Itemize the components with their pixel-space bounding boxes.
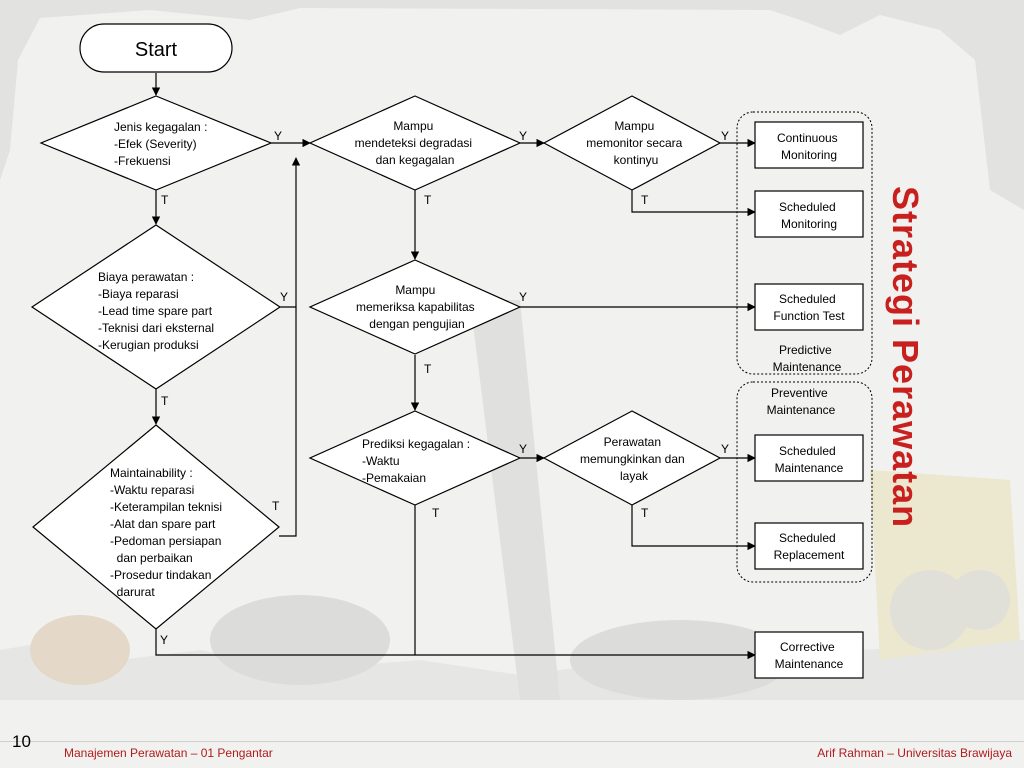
maintenance-cost-text: Biaya perawatan : -Biaya reparasi -Lead … [98,270,217,352]
edge-label: T [424,193,432,207]
edge-label: T [161,193,169,207]
edge-label: Y [274,129,282,143]
decision-maintainability [32,424,280,630]
edge-label: Y [160,633,168,647]
edge-label: Y [721,129,729,143]
scheduled-function-test-text: Scheduled Function Test [773,292,845,323]
edge-label: Y [519,442,527,456]
decision-maintenance-cost [30,224,282,390]
decision-test-capability [308,259,522,355]
start-terminal [79,23,233,73]
footer-course-title: Manajemen Perawatan – 01 Pengantar [64,746,273,760]
edge-label: T [641,506,649,520]
preventive-maintenance-label: Preventive Maintenance [767,386,836,417]
vertical-title: Strategi Perawatan [885,186,926,528]
footer-divider [0,741,1024,742]
box-scheduled-function-test [754,283,864,331]
decision-detect-degradation [308,95,522,191]
predictive-maintenance-label: Predictive Maintenance [773,343,842,374]
edge-label: Y [280,290,288,304]
box-scheduled-monitoring [754,190,864,238]
scheduled-maintenance-text: Scheduled Maintenance [775,444,844,475]
maintainability-text: Maintainability : -Waktu reparasi -Keter… [0,0,239,599]
page-number: 10 [12,732,31,751]
box-continuous-monitoring [754,121,864,169]
detect-degradation-text: Mampu mendeteksi degradasi dan kegagalan [355,119,476,167]
edge-label: Y [519,129,527,143]
continuous-monitoring-text: Continuous Monitoring [777,131,841,162]
preventive-maintenance-group [736,381,873,583]
scheduled-replacement-text: Scheduled Replacement [774,531,845,562]
footer-author: Arif Rahman – Universitas Brawijaya [817,746,1012,760]
box-corrective-maintenance [754,631,864,679]
corrective-maintenance-text: Corrective Maintenance [775,640,844,671]
edge-label: Y [519,290,527,304]
edge-label: T [424,362,432,376]
edge-label: T [272,499,280,513]
edge-label: T [641,193,649,207]
failure-type-text: Jenis kegagalan : -Efek (Severity) -Frek… [114,120,211,168]
scheduled-monitoring-text: Scheduled Monitoring [779,200,839,231]
decision-maintenance-feasible [542,410,722,506]
decision-failure-prediction [308,410,522,506]
decision-failure-type [39,95,273,191]
box-scheduled-replacement [754,522,864,570]
test-capability-text: Mampu memeriksa kapabilitas dengan pengu… [356,283,478,331]
edge-label: Y [721,442,729,456]
maintenance-feasible-text: Perawatan memungkinkan dan layak [580,435,688,483]
predictive-maintenance-group [736,111,873,375]
box-scheduled-maintenance [754,434,864,482]
flow-connectors [151,73,756,660]
failure-prediction-text: Prediksi kegagalan : -Waktu -Pemakaian [362,437,473,485]
start-label: Start [135,39,178,61]
edge-label: T [161,394,169,408]
decision-continuous-monitor [542,95,722,191]
edge-label: T [432,506,440,520]
continuous-monitor-text: Mampu memonitor secara kontinyu [586,119,685,167]
